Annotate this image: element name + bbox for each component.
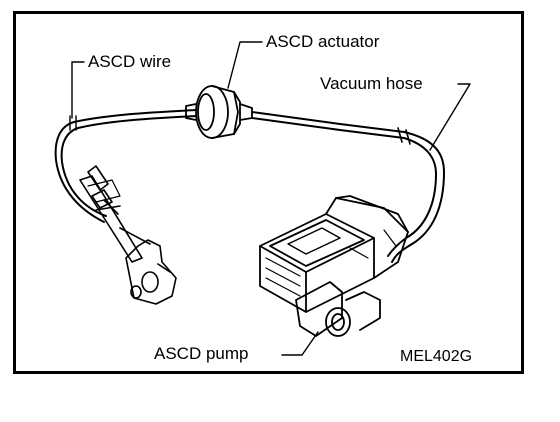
ascd-wire bbox=[54, 109, 197, 223]
label-ascd-pump: ASCD pump bbox=[154, 344, 249, 363]
leader-lines bbox=[71, 41, 471, 356]
label-vacuum-hose: Vacuum hose bbox=[320, 74, 423, 93]
vacuum-hose bbox=[251, 111, 445, 263]
figure-code: MEL402G bbox=[400, 348, 473, 365]
throttle-linkage bbox=[79, 165, 177, 305]
label-ascd-wire: ASCD wire bbox=[88, 52, 172, 71]
ascd-pump bbox=[259, 195, 409, 337]
label-ascd-actuator: ASCD actuator bbox=[266, 32, 380, 51]
ascd-actuator bbox=[185, 85, 253, 139]
